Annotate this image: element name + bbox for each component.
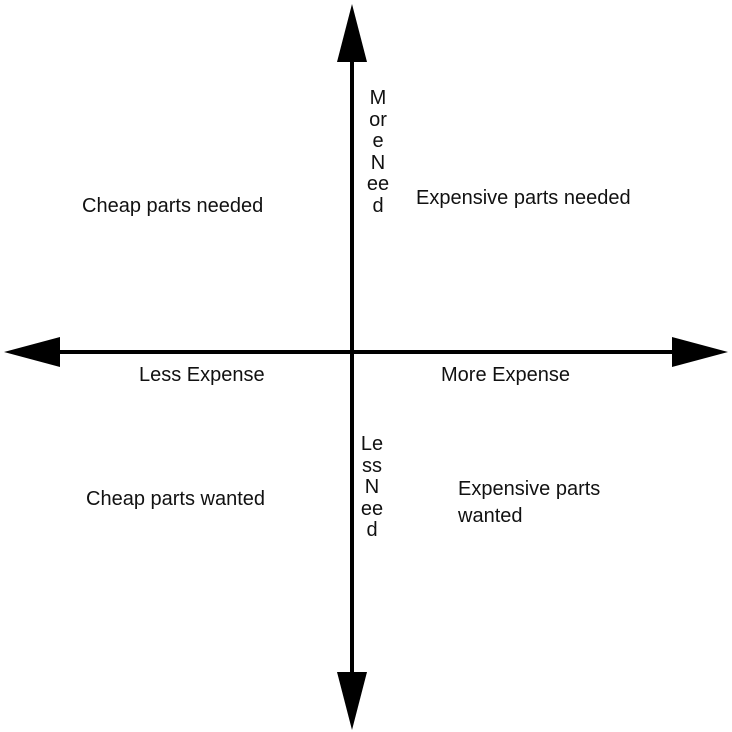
quadrant-bottom-left-label: Cheap parts wanted bbox=[86, 488, 266, 510]
y-axis-top-label: MoreNeed bbox=[366, 87, 390, 217]
bottom-arrowhead bbox=[337, 672, 367, 730]
y-axis-bottom-label: LessNeed bbox=[360, 433, 384, 541]
left-arrowhead bbox=[4, 337, 60, 367]
x-axis-right-label: More Expense bbox=[441, 364, 570, 386]
right-arrowhead bbox=[672, 337, 728, 367]
quadrant-top-right-label: Expensive parts needed bbox=[416, 187, 631, 209]
top-arrowhead bbox=[337, 4, 367, 62]
x-axis-left-label: Less Expense bbox=[139, 364, 265, 386]
quadrant-top-left-label: Cheap parts needed bbox=[82, 195, 264, 217]
quadrant-bottom-right-label: Expensive parts wanted bbox=[458, 478, 601, 527]
